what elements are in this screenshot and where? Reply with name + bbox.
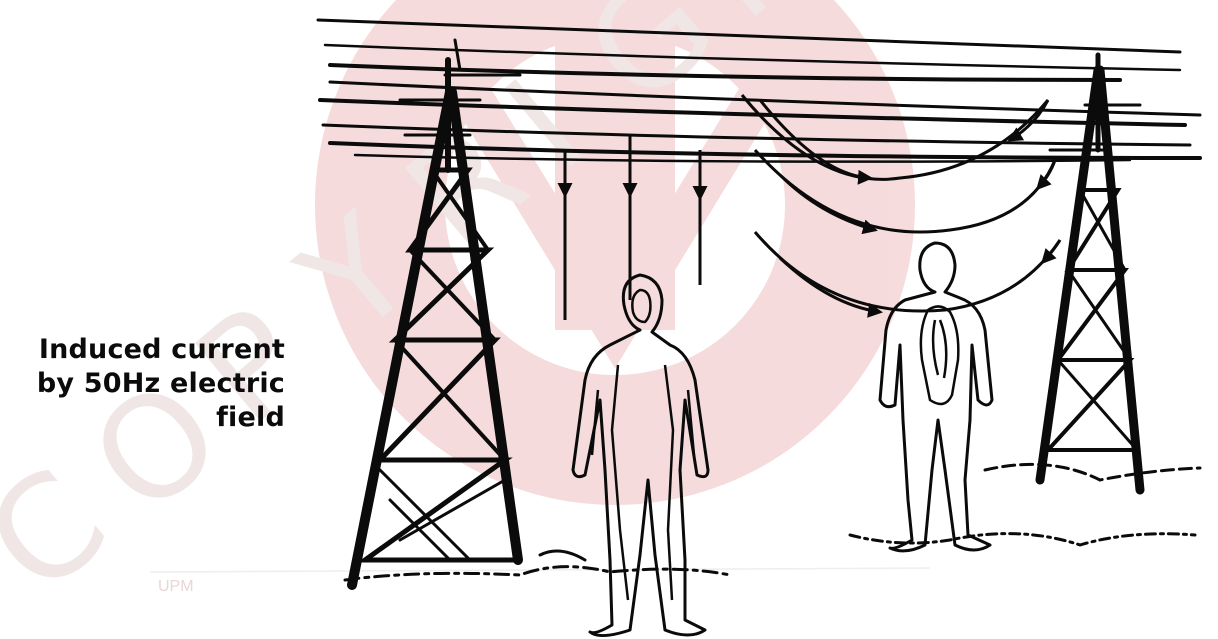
caption-line-2: by 50Hz electric bbox=[0, 367, 285, 401]
caption-line-3: field bbox=[0, 401, 285, 435]
ground bbox=[345, 534, 1195, 580]
diagram-caption: Induced current by 50Hz electric field bbox=[0, 333, 285, 435]
watermark-label: UPM bbox=[158, 578, 194, 596]
caption-line-1: Induced current bbox=[0, 333, 285, 367]
